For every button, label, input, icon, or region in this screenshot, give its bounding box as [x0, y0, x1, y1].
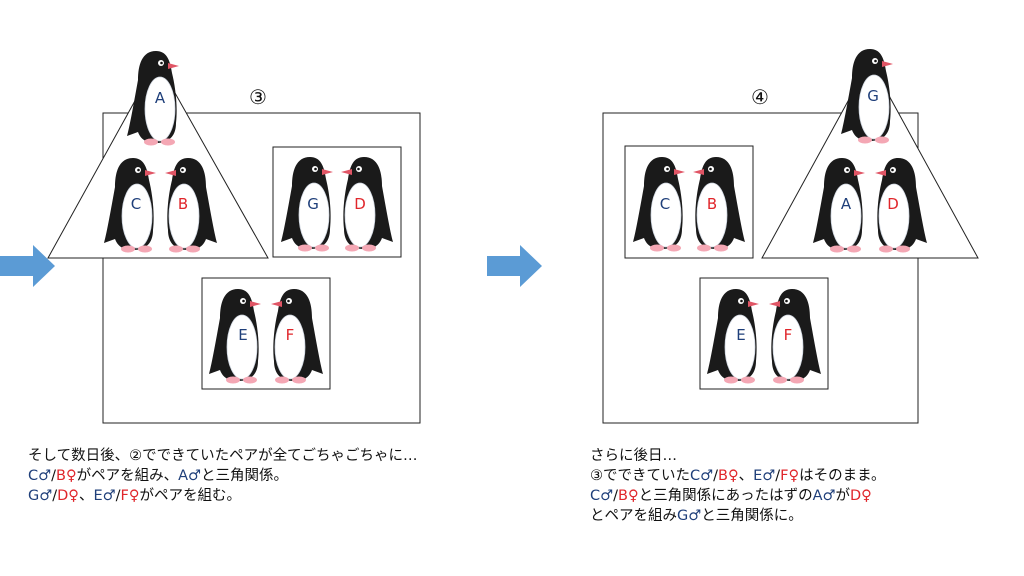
label-b: B [707, 195, 717, 213]
caption-segment: / [713, 468, 719, 484]
caption-segment: 、 [78, 488, 94, 504]
caption-line: さらに後日… [590, 446, 886, 466]
caption-segment: D♀ [57, 488, 79, 504]
caption-segment: A♂ [178, 468, 202, 484]
caption-line: そして数日後、②でできていたペアが全てごちゃごちゃに… [28, 446, 418, 466]
panel-number: ③ [249, 85, 267, 109]
caption-segment: そして数日後、②でできていたペアが全てごちゃごちゃに… [28, 448, 418, 464]
caption-segment: A♂ [812, 488, 836, 504]
outer-frame [102, 112, 421, 424]
caption-segment: と三角関係。 [201, 468, 289, 484]
label-e: E [736, 326, 745, 344]
panel-number: ④ [751, 85, 769, 109]
caption-segment: F♀ [780, 468, 800, 484]
panel-4: ④ G A D C B E F [602, 48, 979, 424]
caption-segment: E♂ [753, 468, 776, 484]
label-d: D [354, 195, 366, 213]
caption-segment: E♂ [93, 488, 116, 504]
caption-panel-4: さらに後日…③でできていたC♂/B♀、E♂/F♀はそのまま。C♂/B♀と三角関係… [590, 446, 886, 526]
label-g: G [307, 195, 319, 213]
love-triangle [761, 59, 979, 259]
caption-segment: D♀ [850, 488, 872, 504]
caption-segment: がペアを組み、 [76, 468, 179, 484]
caption-segment: B♀ [56, 468, 77, 484]
caption-segment: がペアを組む。 [139, 488, 241, 504]
caption-segment: / [51, 468, 57, 484]
caption-panel-3: そして数日後、②でできていたペアが全てごちゃごちゃに…C♂/B♀がペアを組み、A… [28, 446, 418, 506]
caption-segment: 、 [738, 468, 754, 484]
caption-line: とペアを組みG♂と三角関係に。 [590, 506, 886, 526]
caption-segment: / [115, 488, 121, 504]
caption-segment: と三角関係にあったはずの [638, 488, 813, 504]
label-e: E [238, 326, 247, 344]
label-a: A [841, 195, 852, 213]
caption-line: G♂/D♀、E♂/F♀がペアを組む。 [28, 486, 418, 506]
caption-segment: / [52, 488, 58, 504]
arrow-right-icon [487, 245, 542, 287]
love-triangle [47, 59, 269, 259]
label-b: B [178, 195, 188, 213]
arrow-right-icon [0, 245, 55, 287]
caption-segment: C♂ [28, 468, 52, 484]
caption-segment: B♀ [718, 468, 739, 484]
caption-segment: と三角関係に。 [701, 508, 803, 524]
caption-segment: とペアを組み [590, 508, 677, 524]
label-g: G [867, 87, 879, 105]
label-f: F [784, 326, 793, 344]
caption-segment: C♂ [690, 468, 714, 484]
caption-segment: B♀ [618, 488, 639, 504]
caption-line: ③でできていたC♂/B♀、E♂/F♀はそのまま。 [590, 466, 886, 486]
label-c: C [131, 195, 141, 213]
caption-segment: G♂ [28, 488, 53, 504]
label-a: A [155, 89, 166, 107]
caption-segment: / [613, 488, 619, 504]
caption-line: C♂/B♀と三角関係にあったはずのA♂がD♀ [590, 486, 886, 506]
label-d: D [887, 195, 899, 213]
penguin-a [126, 50, 180, 146]
panel-3: ③ A C B G D E F [47, 50, 421, 424]
caption-segment: が [835, 488, 851, 504]
caption-segment: F♀ [120, 488, 140, 504]
caption-segment: / [775, 468, 781, 484]
label-f: F [286, 326, 295, 344]
caption-segment: はそのまま。 [799, 468, 886, 484]
caption-segment: G♂ [677, 508, 702, 524]
label-c: C [660, 195, 670, 213]
caption-line: C♂/B♀がペアを組み、A♂と三角関係。 [28, 466, 418, 486]
caption-segment: C♂ [590, 488, 614, 504]
caption-segment: さらに後日… [590, 448, 677, 464]
caption-segment: ③でできていた [590, 468, 690, 484]
outer-frame [602, 112, 919, 424]
